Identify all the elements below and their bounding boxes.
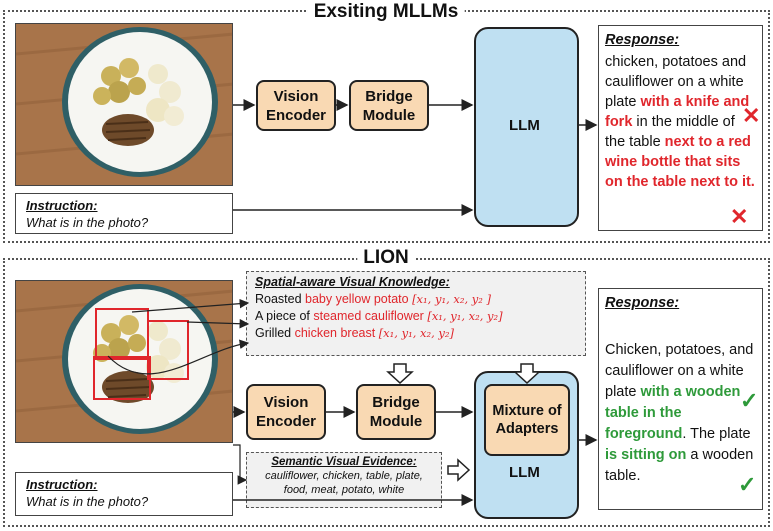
response-box-top: Response: chicken, potatoes and cauliflo…	[598, 25, 763, 231]
chicken-bbox	[93, 356, 151, 400]
food-photo-top	[15, 23, 233, 186]
hollow-arrow-to-adapters	[513, 363, 541, 385]
knowledge-item-2: A piece of steamed cauliflower [x₁, y₁, …	[255, 308, 577, 325]
vision-encoder-bottom: Vision Encoder	[246, 384, 326, 440]
response-bottom-part3: . The plate	[682, 426, 751, 442]
response-label-bottom: Response:	[605, 295, 680, 311]
hollow-arrow-evidence-to-llm	[447, 458, 471, 482]
arrow-cauliflower-to-knowledge	[186, 318, 250, 329]
hollow-arrow-to-bridge	[386, 363, 414, 385]
check-icon-2: ✓	[738, 472, 757, 497]
response-label-top: Response:	[605, 32, 680, 48]
instruction-label-bottom: Instruction:	[26, 477, 98, 492]
bridge-module-bottom-label: Bridge Module	[369, 394, 423, 430]
knowledge-item-2-coords: [x₁, y₁, x₂, y₂]	[427, 309, 503, 323]
llm-bottom-label: LLM	[509, 464, 540, 481]
wrong-icon-2: ✕	[730, 204, 749, 229]
vision-encoder-top: Vision Encoder	[256, 80, 336, 131]
existing-mllms-title: Exsiting MLLMs	[307, 2, 465, 22]
response-box-bottom: Response: Chicken, potatoes, and caulifl…	[598, 288, 763, 510]
instruction-label-top: Instruction:	[26, 198, 98, 213]
knowledge-item-3-coords: [x₁, y₁, x₂, y₂]	[378, 326, 454, 340]
response-top-part3: in the middle of the table	[605, 114, 735, 150]
bridge-module-top-label: Bridge Module	[362, 87, 416, 124]
instruction-text-bottom: What is in the photo?	[26, 494, 149, 509]
check-icon-1: ✓	[740, 388, 759, 413]
instruction-box-bottom: Instruction: What is in the photo?	[15, 472, 233, 516]
knowledge-item-3-prefix: Grilled	[255, 326, 295, 340]
response-bottom-part2: with a wooden table in the foreground	[605, 384, 741, 442]
mixture-of-adapters: Mixture of Adapters	[484, 384, 570, 456]
food-photo-image	[16, 24, 232, 185]
response-top-part1: chicken, potatoes and cauliflower on a w…	[605, 54, 747, 110]
food-photo-bottom	[15, 280, 233, 443]
lion-title: LION	[357, 248, 415, 268]
semantic-evidence-label: Semantic Visual Evidence:	[271, 456, 417, 468]
knowledge-item-2-prefix: A piece of	[255, 309, 314, 323]
cauliflower-bbox	[147, 320, 189, 380]
arrow-photo-to-evidence	[233, 444, 248, 485]
knowledge-item-2-object: steamed cauliflower	[313, 309, 424, 323]
spatial-knowledge-label: Spatial-aware Visual Knowledge:	[255, 275, 450, 289]
bridge-module-bottom: Bridge Module	[356, 384, 436, 440]
food-photo-bottom-image	[16, 281, 232, 442]
vision-encoder-bottom-label: Vision Encoder	[255, 394, 316, 430]
llm-top	[474, 27, 579, 227]
arrow-chicken-to-knowledge	[107, 339, 250, 375]
wrong-icon-1: ✕	[742, 103, 761, 128]
knowledge-item-1-prefix: Roasted	[255, 292, 306, 306]
knowledge-item-3-object: chicken breast	[294, 326, 376, 340]
knowledge-item-1: Roasted baby yellow potato [x₁, y₁, x₂, …	[255, 291, 577, 308]
semantic-evidence-box: Semantic Visual Evidence: cauliflower, c…	[246, 452, 442, 508]
instruction-text-top: What is in the photo?	[26, 215, 149, 230]
response-bottom-part1: Chicken, potatoes, and cauliflower on a …	[605, 342, 754, 400]
knowledge-item-1-coords: [x₁, y₁, x₂, y₂ ]	[412, 292, 492, 306]
response-top-part4: next to a red wine bottle that sits on t…	[605, 134, 755, 190]
arrow-potato-to-knowledge	[131, 298, 250, 313]
knowledge-item-3: Grilled chicken breast [x₁, y₁, x₂, y₂]	[255, 325, 577, 342]
llm-top-label: LLM	[509, 117, 540, 134]
semantic-evidence-text: cauliflower, chicken, table, plate, food…	[265, 470, 423, 496]
response-bottom-part5: a wooden table.	[605, 447, 754, 484]
response-bottom-part4: is sitting on	[605, 447, 687, 463]
mixture-of-adapters-label: Mixture of Adapters	[492, 403, 562, 437]
bridge-module-top: Bridge Module	[349, 80, 429, 131]
vision-encoder-top-label: Vision Encoder	[265, 87, 326, 124]
instruction-box-top: Instruction: What is in the photo?	[15, 193, 233, 234]
knowledge-item-1-object: baby yellow potato	[305, 292, 409, 306]
response-top-part2: with a knife and fork	[605, 94, 750, 130]
spatial-knowledge-box: Spatial-aware Visual Knowledge: Roasted …	[246, 271, 586, 356]
